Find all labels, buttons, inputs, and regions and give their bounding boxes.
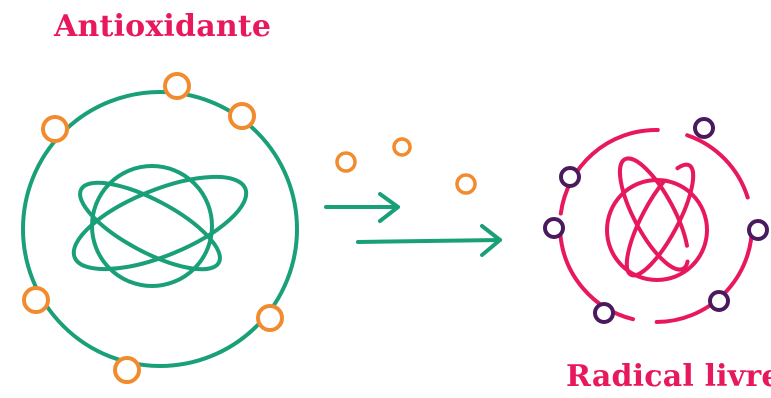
antioxidant-outer-orbit — [21, 90, 299, 368]
radical-atom — [543, 117, 769, 324]
antioxidant-electron — [22, 286, 50, 314]
donated-electrons — [335, 137, 477, 195]
antioxidant-atom — [21, 72, 299, 384]
radical-electron — [693, 117, 715, 139]
antioxidant-electron — [256, 304, 284, 332]
radical-electron — [747, 219, 769, 241]
antioxidant-electron — [163, 72, 191, 100]
radical-inner-orbit-2 — [624, 162, 696, 278]
antioxidant-electron — [41, 115, 69, 143]
free-electron — [335, 151, 357, 173]
radical-electron — [708, 290, 730, 312]
transfer-arrows — [324, 192, 502, 257]
radical-nucleus — [605, 178, 709, 282]
antioxidant-electron — [113, 356, 141, 384]
radical-electron — [593, 302, 615, 324]
free-electron — [392, 137, 412, 157]
antioxidant-inner-orbit-2 — [78, 180, 222, 272]
radical-electron — [559, 166, 581, 188]
antioxidant-label: Antioxidante — [54, 9, 272, 44]
antioxidant-electron — [228, 102, 256, 130]
arrow-short — [324, 192, 400, 223]
radical-electron — [543, 217, 565, 239]
free-electron — [455, 173, 477, 195]
arrow-long — [356, 224, 502, 257]
antioxidant-inner-orbit-1 — [71, 174, 249, 272]
radical-label: Radical livre — [566, 359, 771, 394]
